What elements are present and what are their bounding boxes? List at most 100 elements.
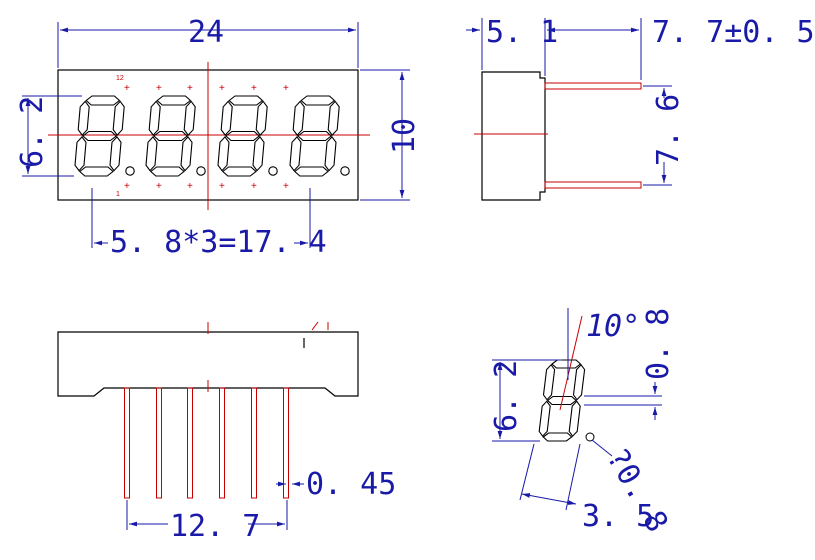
digitwidth-label: 3. 5: [582, 499, 654, 534]
pin-5: [251, 387, 257, 499]
pin-3: [187, 387, 193, 499]
digitwidth-ext-left: [519, 443, 535, 501]
dp-leader: [591, 439, 613, 457]
segment-g: [546, 395, 577, 406]
side-pin-top: [544, 82, 642, 90]
pin-2: [156, 387, 162, 499]
depth-label: 5. 1: [486, 15, 558, 50]
segment-b: [112, 100, 125, 136]
segment-f: [148, 100, 161, 136]
pinlen-label: 7. 7±0. 5: [652, 15, 815, 50]
pin-label-12: 12: [116, 75, 124, 82]
segment-d: [221, 166, 257, 177]
pinspan-label: 12. 7: [170, 509, 260, 544]
segment-c: [180, 136, 193, 172]
pin-mark: +: [219, 181, 225, 192]
segment-c: [109, 136, 122, 172]
bottom-body-outline: [57, 331, 359, 397]
pin-mark: +: [187, 83, 193, 94]
segwidth-label: 0. 8: [641, 308, 676, 380]
pin-mark: +: [283, 83, 289, 94]
segment-e: [145, 136, 158, 172]
pinwidth-label: 0. 45: [306, 467, 396, 502]
bottom-view: 0. 45 12. 7: [57, 321, 396, 544]
segment-d: [149, 166, 185, 177]
pin-marks: ++++++++++++: [124, 83, 289, 192]
pin-mark: +: [219, 83, 225, 94]
digit-4: [289, 95, 340, 177]
segment-c: [252, 136, 265, 172]
segment-e: [538, 400, 551, 438]
segment-a: [85, 95, 121, 106]
decimal-point-1: [125, 166, 135, 176]
decimal-point-4: [340, 166, 350, 176]
segment-f: [292, 100, 305, 136]
pinspace-label: 7. 6: [651, 94, 686, 166]
seg-height-label: 6. 2: [15, 96, 50, 168]
segment-g: [82, 130, 118, 142]
pin-1: [124, 387, 130, 499]
slant-label: 10°: [586, 309, 640, 344]
side-body-outline: [481, 71, 546, 201]
segment-d: [78, 166, 114, 177]
detail-digit: [538, 359, 586, 442]
digit-group: [74, 95, 350, 177]
pin-mark: +: [124, 181, 130, 192]
digit-2: [145, 95, 196, 177]
width-label: 24: [188, 15, 224, 50]
segment-a: [156, 95, 192, 106]
digitwidth-dim-line: [521, 493, 577, 505]
segment-f: [220, 100, 233, 136]
segment-b: [572, 363, 586, 401]
bottom-mark-a: [311, 321, 319, 331]
pitch-label: 5. 8*3=17. 4: [110, 225, 327, 260]
pin-6: [283, 387, 289, 499]
pin-mark: +: [283, 181, 289, 192]
segment-g: [153, 130, 189, 142]
segment-e: [289, 136, 302, 172]
pinspace-label-bg: [654, 98, 682, 162]
segment-a: [228, 95, 264, 106]
segment-c: [568, 400, 581, 438]
digitwidth-ext-right: [565, 443, 581, 511]
detail-digit-segments: [538, 359, 586, 442]
segment-c: [324, 136, 337, 172]
side-pin-bottom: [544, 181, 642, 189]
pin-mark: +: [251, 83, 257, 94]
segment-b: [183, 100, 196, 136]
pin-mark: +: [156, 83, 162, 94]
pitch-label-bg: [108, 226, 294, 256]
detail-decimal-point: [585, 432, 595, 442]
detail-height-label: 6. 2: [489, 360, 524, 432]
pin-label-1: 1: [116, 191, 120, 198]
segment-e: [217, 136, 230, 172]
bottom-pin-group: [124, 387, 289, 499]
decimal-point-2: [196, 166, 206, 176]
segment-f: [542, 363, 556, 401]
segment-f: [77, 100, 90, 136]
segment-d: [293, 166, 329, 177]
digit-1: [74, 95, 125, 177]
pin-mark: +: [251, 181, 257, 192]
front-view: ++++++++++++ 12 1 24 10 6. 2 5. 8*3=17. …: [15, 15, 422, 260]
segment-a: [551, 359, 582, 369]
pin-mark: +: [124, 83, 130, 94]
side-view: 5. 1 7. 7±0. 5 7. 6: [466, 15, 815, 201]
pin-4: [219, 387, 225, 499]
height-label: 10: [387, 118, 422, 154]
digit-3: [217, 95, 268, 177]
segment-g: [225, 130, 261, 142]
segment-a: [300, 95, 336, 106]
decimal-point-3: [268, 166, 278, 176]
slant-center-line: [559, 315, 583, 411]
segment-b: [255, 100, 268, 136]
segment-g: [297, 130, 333, 142]
digit-detail: 10° 6. 2 0. 8 ?0. 8 3. 5: [489, 308, 676, 538]
segment-d: [542, 432, 573, 442]
pinspan-label-bg: [168, 510, 248, 540]
segment-e: [74, 136, 87, 172]
pin-mark: +: [187, 181, 193, 192]
segment-b: [327, 100, 340, 136]
